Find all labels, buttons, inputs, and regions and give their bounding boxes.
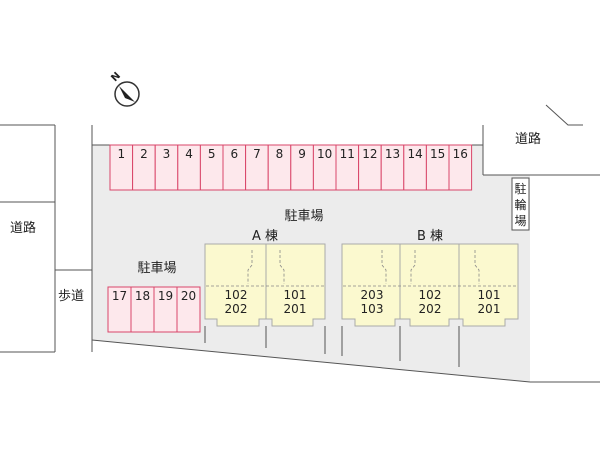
parking-row-bottom-left: 17 18 19 20 <box>107 286 201 333</box>
top-parking-space-label-10: 10 <box>317 147 332 161</box>
north-label: N <box>109 70 123 84</box>
building-b-label: B 棟 <box>417 229 443 244</box>
building-b: B 棟 203 103 102 202 101 201 <box>341 229 519 327</box>
b-unit-2-top: 102 <box>419 288 442 302</box>
north-arrow-icon: N <box>109 70 140 107</box>
a-unit-1-top: 102 <box>225 288 248 302</box>
a-unit-2-bottom: 201 <box>284 302 307 316</box>
top-parking-space-label-5: 5 <box>208 147 216 161</box>
top-parking-space-label-7: 7 <box>253 147 261 161</box>
top-parking-space-label-1: 1 <box>117 147 125 161</box>
top-parking-space-label-9: 9 <box>298 147 306 161</box>
partition-lines <box>204 326 460 367</box>
building-a-label: A 棟 <box>252 229 278 244</box>
b-unit-1-top: 203 <box>361 288 384 302</box>
top-parking-space-label-12: 12 <box>362 147 377 161</box>
top-parking-space-16 <box>448 144 473 191</box>
bicycle-label-1: 駐 <box>514 181 526 196</box>
b-unit-3-bottom: 201 <box>478 302 501 316</box>
top-parking-space-label-14: 14 <box>407 147 422 161</box>
top-parking-space-label-6: 6 <box>230 147 238 161</box>
left-road-label: 道路 <box>10 220 36 236</box>
sidewalk-label: 歩道 <box>58 289 84 304</box>
top-parking-space-label-4: 4 <box>185 147 193 161</box>
a-unit-1-bottom: 202 <box>225 302 248 316</box>
top-parking-space-label-13: 13 <box>385 147 400 161</box>
bottom-parking-space-label-20: 20 <box>181 289 196 303</box>
bottom-parking-space-label-17: 17 <box>112 289 127 303</box>
bicycle-label-3: 場 <box>514 214 526 228</box>
top-parking-space-label-2: 2 <box>140 147 148 161</box>
top-right-road-label: 道路 <box>515 131 541 147</box>
bottom-parking-space-20 <box>176 286 201 333</box>
top-parking-space-label-15: 15 <box>430 147 445 161</box>
a-unit-2-top: 101 <box>284 288 307 302</box>
parking-main-label: 駐車場 <box>284 209 323 224</box>
top-parking-space-label-16: 16 <box>453 147 468 161</box>
top-parking-space-label-8: 8 <box>276 147 284 161</box>
top-parking-space-label-11: 11 <box>340 147 355 161</box>
top-parking-space-label-3: 3 <box>163 147 171 161</box>
bottom-parking-space-label-18: 18 <box>135 289 150 303</box>
bicycle-parking: 駐 輪 場 <box>511 177 530 231</box>
bicycle-label-2: 輪 <box>514 197 526 212</box>
bottom-parking-space-label-19: 19 <box>158 289 173 303</box>
building-a: A 棟 102 202 101 201 <box>204 229 326 327</box>
b-unit-1-bottom: 103 <box>361 302 384 316</box>
b-unit-3-top: 101 <box>478 288 501 302</box>
parking-sub-label: 駐車場 <box>137 261 176 276</box>
b-unit-2-bottom: 202 <box>419 302 442 316</box>
